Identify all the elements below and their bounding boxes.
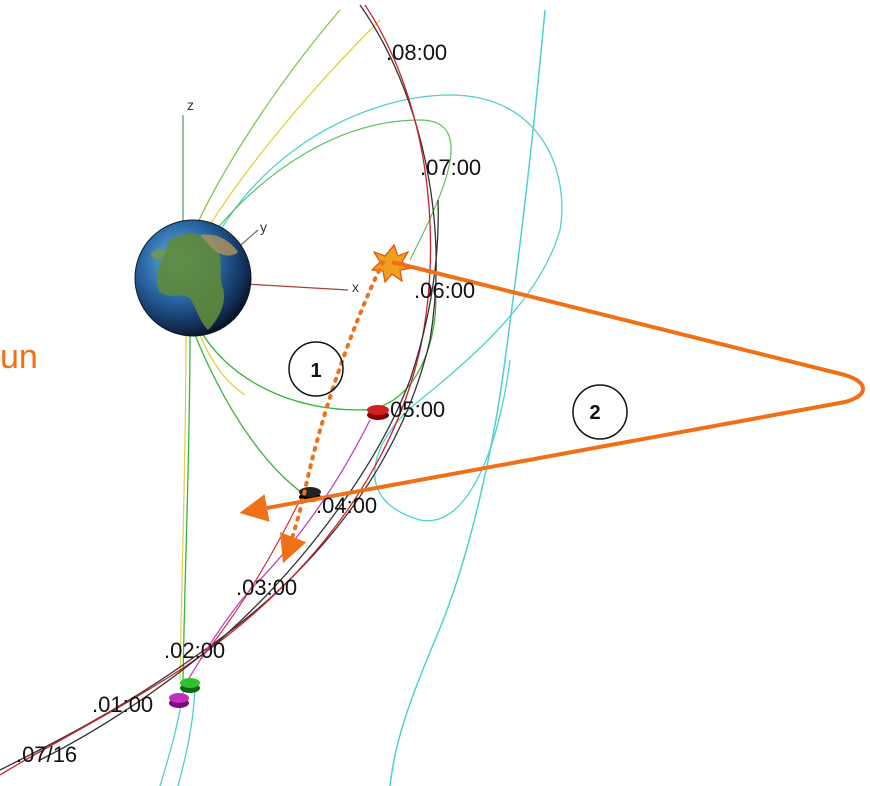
field-line-yellow-down [179,334,187,681]
callout-2: 2 [572,384,628,440]
time-label-0100: .01:00 [92,692,153,717]
field-line-green-down [182,334,191,681]
orbit-red-lower [199,499,301,661]
sun-label: un [0,338,38,376]
time-label-0400: .04:00 [316,493,377,518]
field-line-cyan-lower-2 [177,679,196,786]
earth-globe-icon [134,219,252,337]
field-line-green-loop [199,289,437,411]
time-label-0600: .06:00 [414,278,475,303]
time-label-0500: .05:00 [384,397,445,422]
callout-1-label: 1 [310,360,321,382]
orbit-black-inner [39,199,439,761]
field-line-green-lower [194,334,306,496]
time-label-0700: .07:00 [420,155,481,180]
y-axis-label: y [260,219,267,235]
green-marker-icon [180,678,200,693]
field-line-green-top [189,9,341,241]
field-line-yellow-top [194,19,381,251]
callout-1: 1 [288,341,344,397]
field-line-green-mid [199,119,452,261]
time-label-0800: .08:00 [386,40,447,65]
arrow-path-1 [280,260,385,564]
date-label: .07/16 [16,742,77,767]
arrow-path-2 [239,260,865,522]
x-axis-label: x [352,279,359,295]
magenta-marker-icon [169,693,189,708]
time-label-0200: .02:00 [164,638,225,663]
time-label-0300: .03:00 [236,575,297,600]
x-axis [244,283,349,291]
z-axis-label: z [187,97,194,113]
callout-2-label: 2 [589,402,600,424]
field-line-yellow-loop [199,334,246,396]
red-marker-icon [367,405,389,420]
field-line-cyan-lower [159,679,186,786]
field-line-cyan-loop [189,94,563,522]
